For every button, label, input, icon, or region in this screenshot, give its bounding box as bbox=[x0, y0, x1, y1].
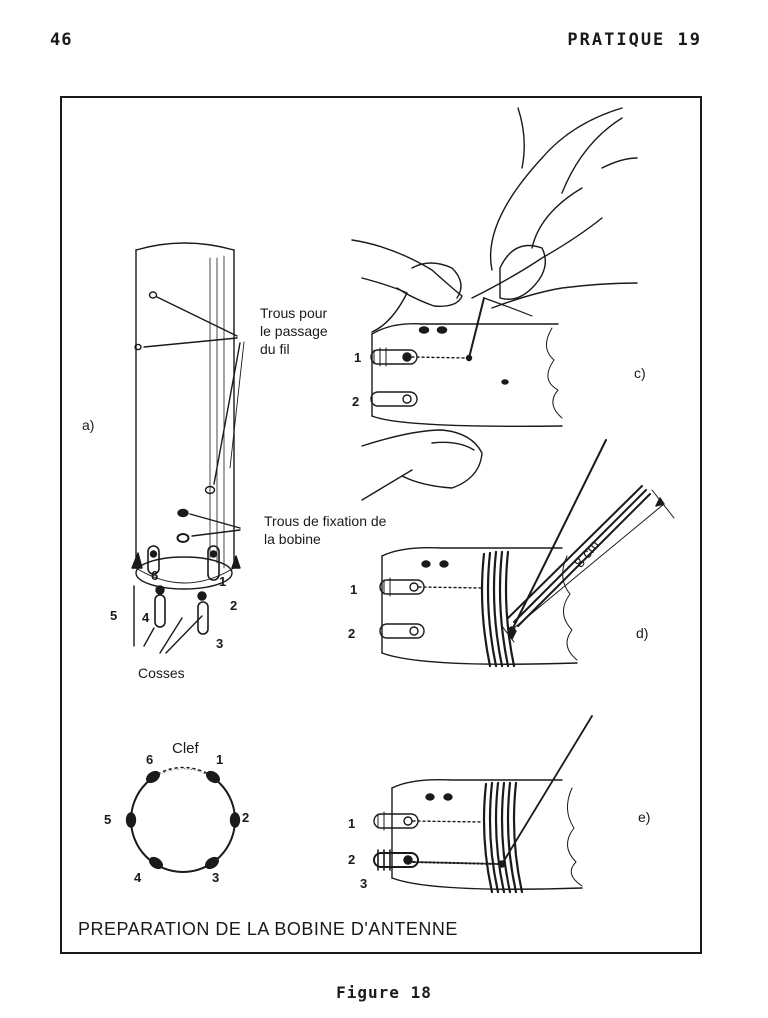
key-pin-2: 2 bbox=[242, 810, 250, 825]
key-label: Clef bbox=[172, 740, 199, 757]
label-holes-wire: Trous pour le passage du fil bbox=[260, 305, 328, 357]
key-diagram bbox=[125, 766, 241, 873]
panel-c-pin-2: 2 bbox=[352, 394, 360, 409]
panel-a-label: a) bbox=[82, 417, 95, 433]
page-number: 46 bbox=[50, 30, 73, 50]
figure-caption: Figure 18 bbox=[336, 983, 432, 1002]
panel-e-pin-2: 2 bbox=[348, 852, 356, 867]
tube-pin-6: 6 bbox=[151, 568, 159, 583]
figure-frame: a) Trous pour le passage du fil Trous de… bbox=[60, 96, 702, 954]
panel-c-label: c) bbox=[634, 365, 646, 381]
label-lugs: Cosses bbox=[138, 665, 185, 681]
key-pin-4: 4 bbox=[134, 870, 142, 885]
key-pin-3: 3 bbox=[212, 870, 220, 885]
label-holes-fixation: Trous de fixation de la bobine bbox=[264, 513, 387, 547]
tube-pin-1: 1 bbox=[219, 574, 227, 589]
panel-d-drawing bbox=[379, 439, 675, 668]
figure-title: PREPARATION DE LA BOBINE D'ANTENNE bbox=[78, 919, 458, 939]
panel-c-drawing bbox=[351, 107, 638, 501]
tube-pin-4: 4 bbox=[142, 610, 150, 625]
figure-illustration bbox=[125, 107, 675, 894]
panel-d-pin-2: 2 bbox=[348, 626, 356, 641]
tube-pin-3: 3 bbox=[216, 636, 224, 651]
tube-a bbox=[131, 242, 245, 654]
tube-pin-2: 2 bbox=[230, 598, 238, 613]
panel-e-pin-3: 3 bbox=[360, 876, 368, 891]
key-pin-5: 5 bbox=[104, 812, 112, 827]
key-pin-6: 6 bbox=[146, 752, 154, 767]
panel-d-pin-1: 1 bbox=[350, 582, 358, 597]
tube-pin-5: 5 bbox=[110, 608, 118, 623]
panel-c-pin-1: 1 bbox=[354, 350, 362, 365]
page-header: PRATIQUE 19 bbox=[567, 30, 702, 50]
panel-e-pin-1: 1 bbox=[348, 816, 356, 831]
panel-e-drawing bbox=[373, 715, 593, 894]
panel-d-label: d) bbox=[636, 625, 649, 641]
key-pin-1: 1 bbox=[216, 752, 224, 767]
panel-e-label: e) bbox=[638, 809, 651, 825]
